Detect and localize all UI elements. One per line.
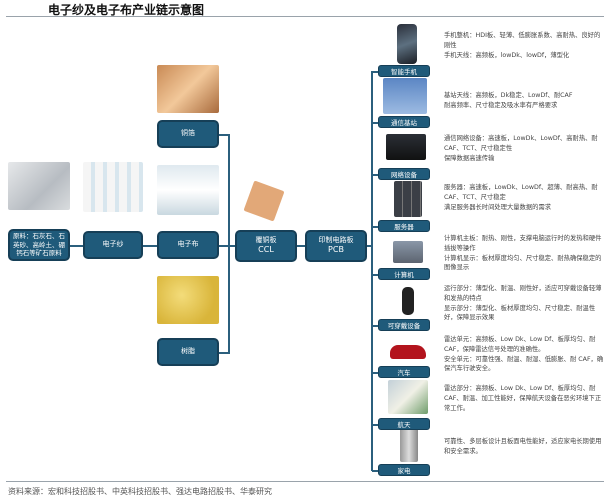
resin-box: 树脂 (157, 338, 219, 366)
app-desc-aerospace: 雷达部分：高频板、Low Dk、Low Df、板厚均匀、耐 CAF、耐温、加工性… (444, 384, 604, 413)
desc-line: 运行部分：薄型化、耐温、刚性好，适应可穿戴设备轻薄和发热的特点 (444, 285, 602, 302)
desc-line: 基站天线：高频板，Dk稳定、LowDf、耐CAF (444, 92, 573, 99)
connector (70, 245, 83, 247)
pcb-cn-label: 印制电路板 (318, 235, 354, 244)
base-station-image (383, 78, 427, 114)
app-label-server: 服务器 (378, 220, 430, 232)
desc-line: 耐高频率、尺寸稳定及吸水率有严格要求 (444, 101, 558, 109)
laptop-image (393, 241, 423, 263)
app-label-wearable: 可穿戴设备 (378, 319, 430, 331)
desc-line: 手机整机：HDI板、轻薄、低膨胀系数、高耐热、良好的刚性 (444, 32, 601, 49)
desc-line: 服务器：高速板，LowDk、LowDf、超薄、耐高热、耐CAF、TCT、尺寸稳定 (444, 184, 598, 201)
app-label-computer: 计算机 (378, 268, 430, 280)
connector (297, 245, 305, 247)
raw-ore-image (8, 162, 70, 210)
ccl-en-label: CCL (258, 245, 274, 255)
arrow-icon (372, 122, 378, 124)
ccl-sheet-image (243, 180, 285, 222)
connector (367, 245, 372, 247)
network-device-image (386, 134, 426, 160)
connector (143, 245, 157, 247)
connector (219, 245, 235, 247)
smartwatch-image (402, 287, 414, 315)
app-label-network-device: 网络设备 (378, 168, 430, 180)
pcb-box: 印制电路板 PCB (305, 230, 367, 262)
pcb-en-label: PCB (328, 245, 344, 255)
app-desc-appliance: 可靠性、多层板设计且板面电性能好，适应家电长期使用和安全需求。 (444, 437, 604, 457)
arrow-icon (372, 71, 378, 73)
arrow-icon (372, 470, 378, 472)
copper-foil-box: 铜箔 (157, 120, 219, 148)
page-title: 电子纱及电子布产业链示意图 (48, 3, 205, 17)
arrow-icon (372, 372, 378, 374)
app-desc-smartphone: 手机整机：HDI板、轻薄、低膨胀系数、高耐热、良好的刚性手机天线：高频板，low… (444, 31, 604, 60)
aerospace-image (388, 380, 428, 414)
app-desc-computer: 计算机主板：耐热、刚性，支撑电脑运行时的发热和硬件插拔等操作计算机显示：板材厚度… (444, 234, 604, 273)
arrow-icon (372, 226, 378, 228)
app-bracket-line (371, 71, 373, 471)
raw-material-box: 原料：石灰石、石英砂、高岭土、硼钙石等矿石原料 (8, 229, 70, 261)
desc-line: 雷达单元：高频板、Low Dk、Low Df、板厚均匀、耐CAF，保障雷达信号处… (444, 336, 596, 353)
connector (219, 352, 228, 354)
desc-line: 雷达部分：高频板、Low Dk、Low Df、板厚均匀、耐 CAF、耐温、加工性… (444, 385, 602, 412)
arrow-icon (372, 424, 378, 426)
electronic-yarn-box: 电子纱 (83, 231, 143, 259)
app-label-aerospace: 航天 (378, 418, 430, 430)
app-desc-network-device: 通信网络设备：高速板，LowDk、LowDf、高耐热、耐CAF、TCT、尺寸稳定… (444, 134, 604, 163)
desc-line: 通信网络设备：高速板，LowDk、LowDf、高耐热、耐CAF、TCT、尺寸稳定… (444, 135, 598, 152)
smartphone-image (397, 24, 417, 64)
arrow-icon (372, 325, 378, 327)
app-label-smartphone: 智能手机 (378, 65, 430, 77)
desc-line: 安全单元：可靠性强、耐温、耐湿、低膨胀、耐 CAF，确保汽车行驶安全。 (444, 355, 604, 373)
desc-line: 显示部分：薄型化、板材厚度均匀、尺寸稳定、耐温性好，保障显示效果 (444, 304, 596, 322)
ccl-box: 覆铜板 CCL (235, 230, 297, 262)
ccl-cn-label: 覆铜板 (255, 235, 277, 244)
arrow-icon (372, 174, 378, 176)
glass-cloth-rolls-image (157, 165, 219, 215)
app-desc-server: 服务器：高速板，LowDk、LowDf、超薄、耐高热、耐CAF、TCT、尺寸稳定… (444, 183, 604, 212)
app-label-appliance: 家电 (378, 464, 430, 476)
desc-line: 保障数据高速传输 (444, 154, 495, 162)
app-desc-automobile: 雷达单元：高频板、Low Dk、Low Df、板厚均匀、耐CAF，保障雷达信号处… (444, 335, 604, 374)
appliance-image (400, 428, 418, 462)
bracket-line (228, 134, 230, 354)
copper-foil-image (157, 65, 219, 113)
car-image (390, 345, 426, 359)
arrow-icon (372, 274, 378, 276)
connector (219, 134, 228, 136)
electronic-cloth-box: 电子布 (157, 231, 219, 259)
top-divider (6, 16, 604, 17)
desc-line: 满足服务器长时间处理大量数据的需求 (444, 203, 552, 211)
desc-line: 可靠性、多层板设计且板面电性能好，适应家电长期使用和安全需求。 (444, 438, 602, 455)
bottom-divider (6, 481, 604, 482)
yarn-spools-image (83, 162, 143, 212)
resin-granules-image (157, 276, 219, 324)
desc-line: 计算机显示：板材厚度均匀、尺寸稳定、耐热确保稳定的图像显示 (444, 254, 602, 272)
app-label-base-station: 通信基站 (378, 116, 430, 128)
app-label-automobile: 汽车 (378, 366, 430, 378)
app-desc-base-station: 基站天线：高频板，Dk稳定、LowDf、耐CAF 耐高频率、尺寸稳定及吸水率有严格… (444, 91, 604, 111)
server-image (394, 181, 422, 217)
desc-line: 手机天线：高频板，lowDk、lowDf，薄型化 (444, 51, 570, 59)
desc-line: 计算机主板：耐热、刚性，支撑电脑运行时的发热和硬件插拔等操作 (444, 235, 602, 252)
app-desc-wearable: 运行部分：薄型化、耐温、刚性好，适应可穿戴设备轻薄和发热的特点显示部分：薄型化、… (444, 284, 604, 323)
source-note: 资料来源：宏和科技招股书、中英科技招股书、强达电路招股书、华泰研究 (8, 487, 272, 496)
